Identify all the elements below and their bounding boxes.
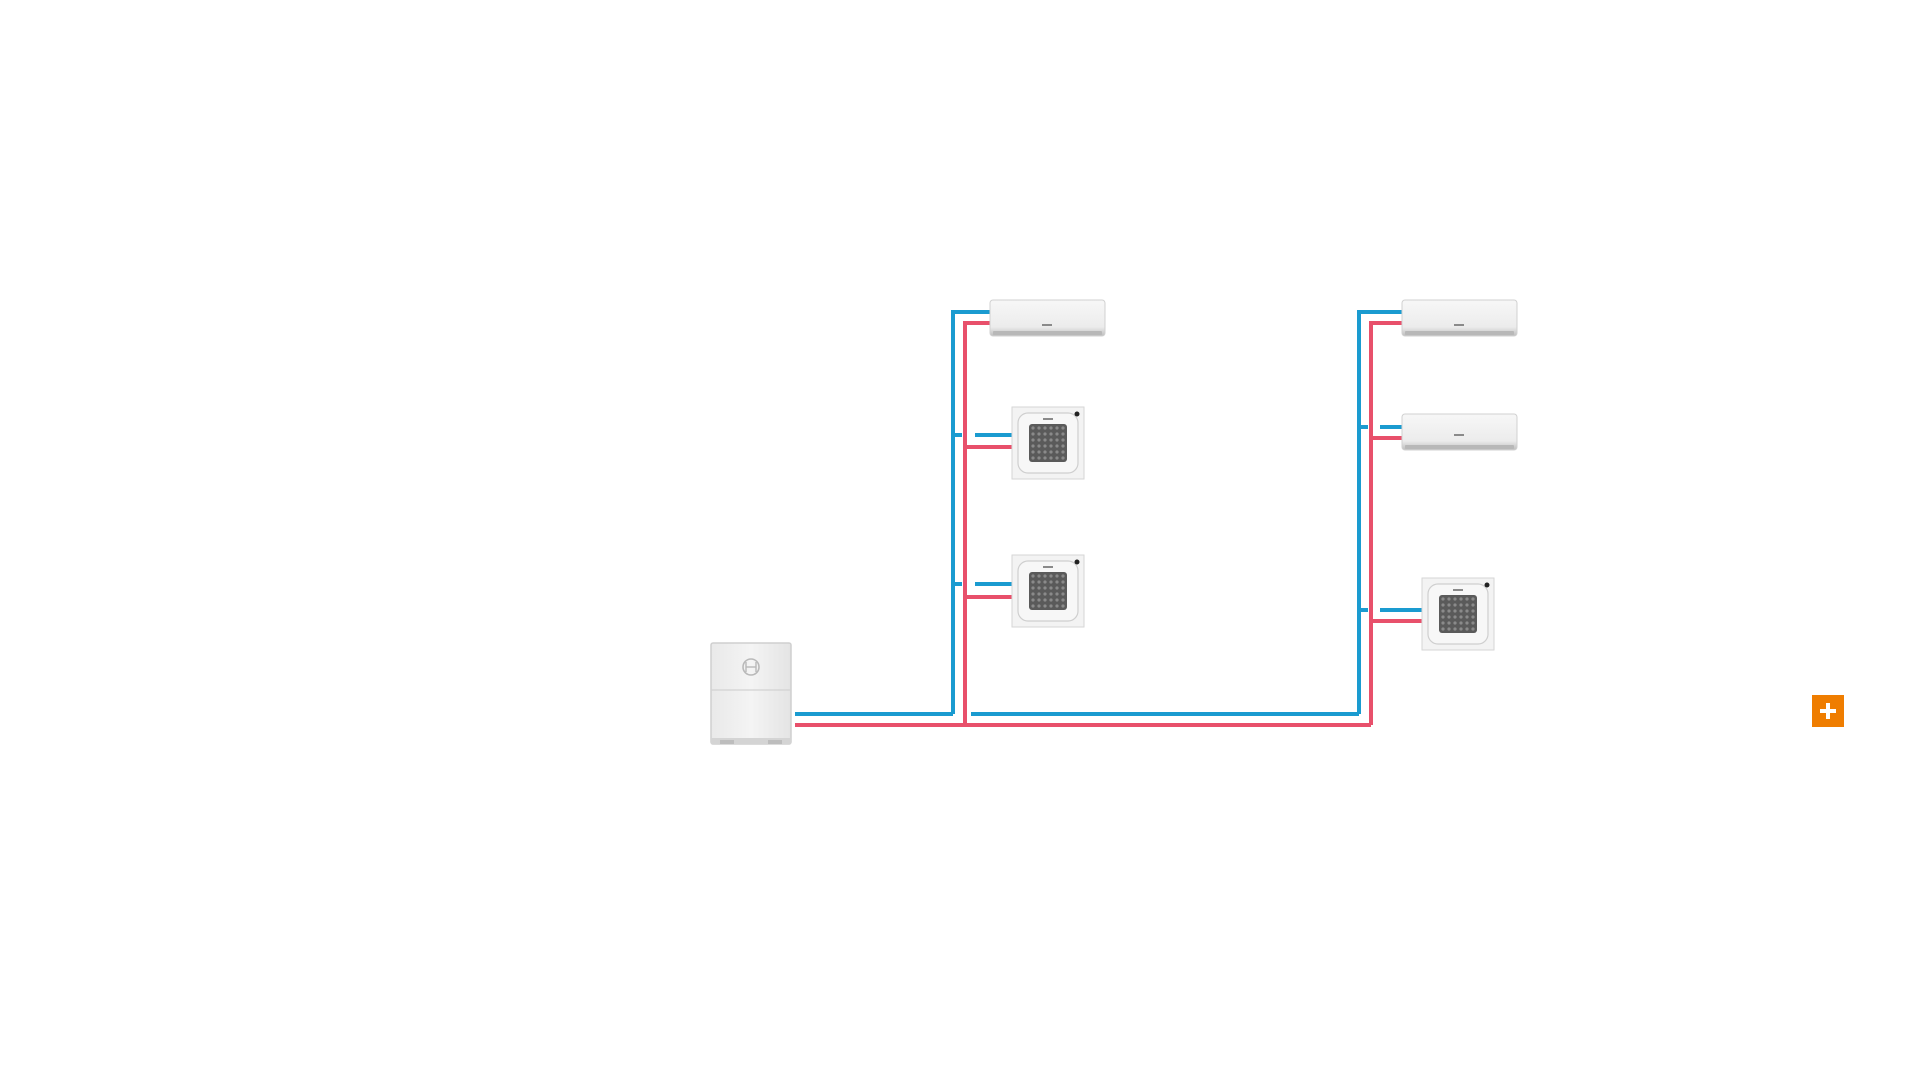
gas-riser-left (963, 321, 990, 725)
refrigerant-pipes (795, 310, 1422, 727)
indoor-unit-cassette-1[interactable] (1011, 406, 1085, 480)
outdoor-unit[interactable] (710, 642, 792, 745)
liquid-riser-right (1357, 310, 1402, 714)
brand-mark-icon (1042, 324, 1052, 326)
indoor-unit-wall-3[interactable] (1401, 413, 1518, 451)
brand-mark-icon (1454, 324, 1464, 326)
indoor-unit-cassette-2[interactable] (1011, 554, 1085, 628)
add-unit-button[interactable] (1812, 695, 1844, 727)
bosch-logo-icon (742, 658, 760, 676)
indoor-unit-wall-1[interactable] (989, 299, 1106, 337)
sensor-icon (1074, 411, 1080, 417)
brand-mark-icon (1454, 434, 1464, 436)
indoor-unit-wall-2[interactable] (1401, 299, 1518, 337)
gas-riser-right (1369, 321, 1402, 725)
sensor-icon (1074, 559, 1080, 565)
indoor-unit-cassette-3[interactable] (1421, 577, 1495, 651)
sensor-icon (1484, 582, 1490, 588)
liquid-riser-left (951, 310, 990, 714)
